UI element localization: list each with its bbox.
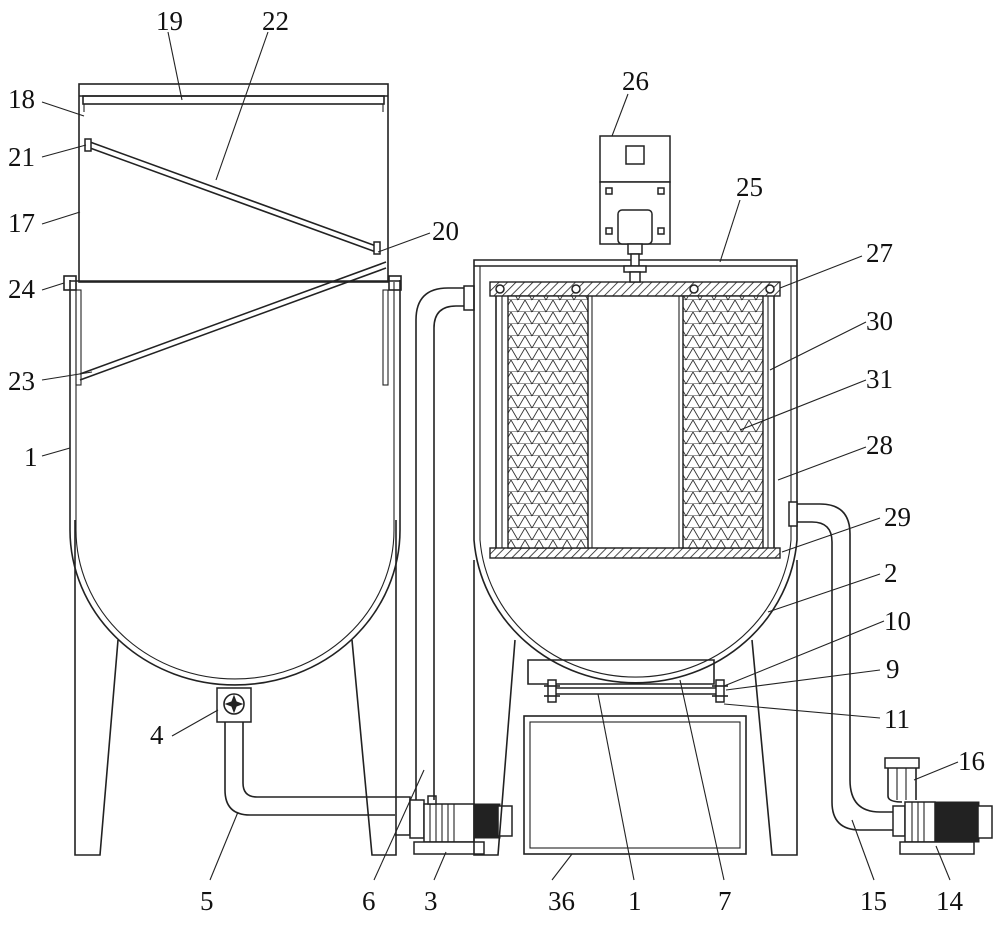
label-16: 16: [958, 746, 985, 776]
label-19: 19: [156, 6, 183, 36]
right-tank-leg-left: [473, 560, 516, 856]
right-flange: [388, 275, 402, 291]
upper-cable: [89, 141, 377, 247]
pump-motor-left: [423, 803, 475, 843]
return-pipe: [797, 503, 895, 813]
label-1-bottom: 1: [628, 886, 642, 916]
pump-motor-right: [934, 801, 980, 843]
right-tank: [473, 135, 798, 856]
outlet-pipe: [224, 722, 395, 816]
right-tank-leg-right: [751, 560, 798, 856]
label-27: 27: [866, 238, 893, 268]
label-4: 4: [150, 720, 164, 750]
center-cavity: [587, 295, 684, 549]
valve-body: [216, 687, 252, 723]
label-29: 29: [884, 502, 911, 532]
label-22: 22: [262, 6, 289, 36]
left-tank-leg-left: [74, 520, 119, 856]
bottom-plate: [489, 547, 781, 559]
label-2: 2: [884, 558, 898, 588]
label-6: 6: [362, 886, 376, 916]
label-14: 14: [936, 886, 964, 916]
label-18: 18: [8, 84, 35, 114]
pump-base-left: [413, 841, 485, 855]
label-36: 36: [548, 886, 575, 916]
label-21: 21: [8, 142, 35, 172]
label-23: 23: [8, 366, 35, 396]
top-mounting-plate: [489, 281, 781, 297]
right-tank-shell: [473, 259, 798, 684]
bottom-outlet: [527, 659, 715, 685]
label-26: 26: [622, 66, 649, 96]
right-anchor: [373, 241, 381, 255]
pump-head-right: [904, 801, 936, 843]
left-tank: [63, 83, 402, 856]
lower-plate: [79, 261, 387, 375]
upper-frame: [78, 83, 389, 283]
motor: [599, 135, 671, 283]
filter-mesh-right: [682, 295, 764, 549]
collection-box: [523, 715, 747, 855]
pump-left: [395, 285, 513, 855]
filter-mesh-left: [507, 295, 589, 549]
left-tank-inner-wall: [75, 282, 395, 680]
label-11: 11: [884, 704, 910, 734]
valve-wheel: [223, 693, 245, 715]
label-1-left: 1: [24, 442, 38, 472]
left-tank-shell: [69, 280, 401, 686]
label-30: 30: [866, 306, 893, 336]
label-10: 10: [884, 606, 911, 636]
label-3: 3: [424, 886, 438, 916]
label-24: 24: [8, 274, 36, 304]
callout-labels: 19 22 18 21 17 20 24 23 1 26 25 27 30 31…: [8, 6, 985, 916]
label-28: 28: [866, 430, 893, 460]
riser-pipe: [415, 287, 470, 800]
label-15: 15: [860, 886, 887, 916]
label-20: 20: [432, 216, 459, 246]
leader-lines: [41, 31, 959, 881]
label-17: 17: [8, 208, 35, 238]
label-5: 5: [200, 886, 214, 916]
label-25: 25: [736, 172, 763, 202]
label-9: 9: [886, 654, 900, 684]
top-plate: [82, 95, 385, 105]
label-31: 31: [866, 364, 893, 394]
right-tank-inner: [479, 266, 792, 678]
label-7: 7: [718, 886, 732, 916]
left-tank-leg-right: [351, 520, 397, 856]
